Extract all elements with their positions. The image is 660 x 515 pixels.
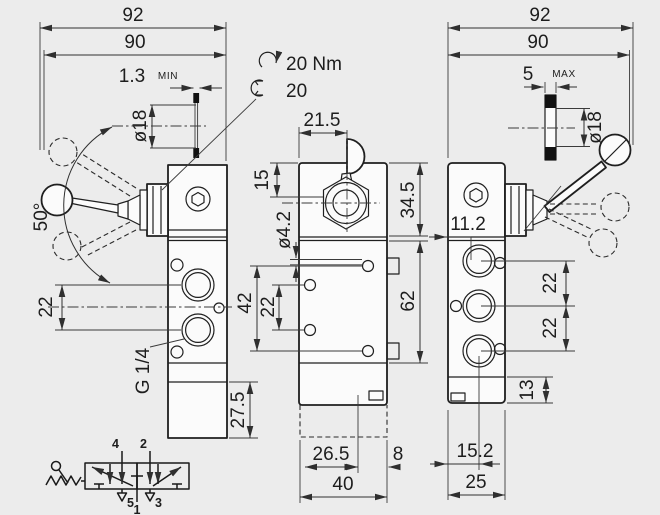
exhaust-triangle-5 [116,492,128,502]
dim-mount-spacing-inner: 22 [258,296,279,317]
dim-left-base-height: 27.5 [228,392,249,429]
leader-line [161,98,257,191]
head-screw-right [463,182,489,208]
dim-right-body-width: 25 [465,472,486,493]
lever-assembly [40,183,169,237]
valve-body-front [298,162,388,406]
torque-arrow-icon [258,50,283,68]
port-label-4: 4 [112,437,119,451]
panel-detail-left: 1.3 MIN ø18 [112,66,222,158]
dim-port-spacing-lower: 22 [540,317,561,338]
dim-right-mount-width: 90 [527,32,548,53]
dim-left-mount-width: 90 [124,32,145,53]
dim-body-height: 62 [398,290,419,311]
lever-ghost-right [544,192,630,258]
torque-value: 20 Nm [286,54,342,75]
valve-body-right [447,162,506,404]
wrench-icon [250,79,264,97]
dim-head-height: 34.5 [398,182,419,219]
panel-detail-right: 5 MAX ø18 [508,64,606,161]
dim-mount-hole-dia: ø4.2 [274,211,295,249]
dim-right-total-width: 92 [529,5,550,26]
label-port-thread: G 1/4 [133,347,154,394]
dim-left-port-spacing: 22 [36,296,57,317]
port-label-1: 1 [134,503,141,515]
front-view: 21.5 15 ø4.2 42 22 34.5 62 [235,110,428,503]
dim-lever-angle: 50° [31,203,52,232]
dim-mount-spacing-outer: 42 [235,292,256,313]
side-ports [170,258,225,359]
left-view: 50° 92 90 1.3 MIN ø18 22 [31,5,258,439]
exhaust-triangle-3 [144,492,156,502]
swing-arc [63,126,113,284]
dim-lever-offset: 21.5 [304,110,341,131]
head-screw [185,186,211,212]
dim-panel-max: 5 [523,64,534,85]
dim-operator-height: 15 [252,169,273,190]
dim-exhaust-width: 8 [393,444,404,465]
port-label-5: 5 [127,496,134,510]
dim-port-offset: 15.2 [457,441,494,462]
pneumatic-symbol: 4 2 5 1 3 [45,437,190,515]
wrench-value: 20 [286,81,307,102]
dim-pilot-offset: 11.2 [450,214,486,235]
qualifier-min: MIN [158,71,178,82]
dim-right-base-height: 13 [517,379,538,400]
qualifier-max: MAX [552,69,575,80]
subbase-ghost [299,405,388,438]
port-label-3: 3 [155,496,162,510]
dim-port-spacing-upper: 22 [540,272,561,293]
lever-actuator-icon [45,460,85,486]
port-label-2: 2 [140,437,147,451]
assembly-annotation: 20 Nm 20 [161,50,342,191]
dim-exhaust-offset: 26.5 [313,444,350,465]
dim-panel-min: 1.3 [119,66,145,87]
dim-panel-hole-right: ø18 [585,111,606,144]
lever-knob-right [598,133,632,167]
dim-body-width: 40 [332,474,353,495]
mounting-holes [303,257,400,360]
right-view: 92 90 5 MAX ø18 11.2 22 [429,5,634,500]
dim-left-total-width: 92 [122,5,143,26]
lever-assembly-right [504,133,632,237]
